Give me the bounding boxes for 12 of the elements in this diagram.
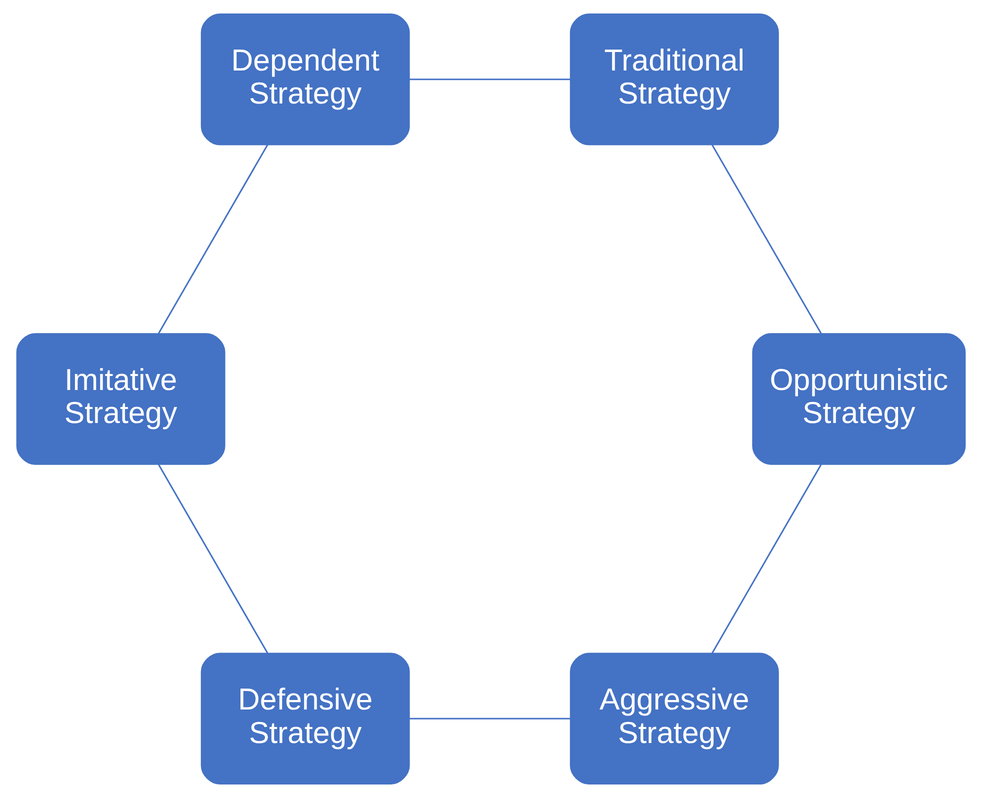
node-box: Opportunistic Strategy: [752, 333, 966, 465]
connector: [710, 464, 822, 654]
connector: [157, 464, 268, 654]
node-box: Dependent Strategy: [200, 14, 410, 146]
node-box: Aggressive Strategy: [569, 652, 778, 784]
connector: [409, 718, 570, 720]
node-box: Traditional Strategy: [569, 14, 778, 146]
connector: [408, 78, 570, 80]
node-box: Defensive Strategy: [200, 652, 410, 784]
node-box: Imitative Strategy: [16, 333, 225, 465]
connector: [711, 144, 822, 334]
connector: [157, 144, 268, 334]
